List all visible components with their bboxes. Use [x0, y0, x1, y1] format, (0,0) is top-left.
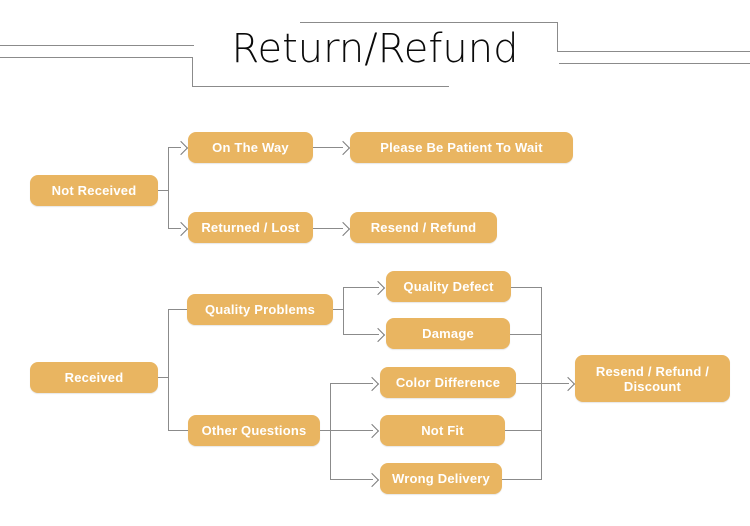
node-wrong-delivery[interactable]: Wrong Delivery — [380, 463, 502, 494]
edge-on-the-way-to-wait — [313, 147, 343, 148]
arrowhead-resend-refund-discount — [560, 376, 576, 392]
arrowhead-quality-defect — [370, 280, 386, 296]
header-rule-right-upper — [557, 51, 750, 52]
edge-received-to-quality-problems — [168, 309, 188, 310]
arrowhead-color-difference — [364, 376, 380, 392]
node-please-be-patient-to-wait[interactable]: Please Be Patient To Wait — [350, 132, 573, 163]
edge-quality-problems-to-quality-defect — [343, 287, 379, 288]
edge-received-stem — [158, 377, 169, 378]
edge-not-fit-to-rail — [505, 430, 542, 431]
header-rule-left-lower — [0, 57, 192, 58]
edge-color-difference-to-rail — [516, 383, 542, 384]
edge-quality-problems-bracket — [343, 287, 344, 334]
node-quality-problems[interactable]: Quality Problems — [187, 294, 333, 325]
edge-not-received-to-returned-lost — [168, 228, 181, 229]
edge-other-questions-to-not-fit — [330, 430, 373, 431]
arrowhead-on-the-way — [173, 140, 189, 156]
edge-not-received-to-on-the-way — [168, 147, 181, 148]
header-rule-right-lower — [559, 63, 750, 64]
header-rule-right-drop — [557, 22, 558, 51]
arrowhead-resend-refund — [335, 221, 351, 237]
edge-not-received-spine — [168, 147, 169, 228]
node-returned-lost[interactable]: Returned / Lost — [188, 212, 313, 243]
header-rule-bottom — [192, 86, 449, 87]
node-on-the-way[interactable]: On The Way — [188, 132, 313, 163]
header-rule-left-upper — [0, 45, 194, 46]
edge-damage-to-rail — [510, 334, 542, 335]
header-rule-top — [300, 22, 558, 23]
edge-received-spine — [168, 309, 169, 430]
node-received[interactable]: Received — [30, 362, 158, 393]
header-rule-left-drop — [192, 57, 193, 86]
edge-received-to-other-questions — [168, 430, 188, 431]
edge-other-questions-bracket — [330, 383, 331, 479]
node-damage[interactable]: Damage — [386, 318, 510, 349]
node-resend-refund-discount[interactable]: Resend / Refund / Discount — [575, 355, 730, 402]
node-resend-refund[interactable]: Resend / Refund — [350, 212, 497, 243]
edge-quality-defect-to-rail — [511, 287, 542, 288]
page-header: Return/Refund — [0, 0, 750, 100]
arrowhead-please-be-patient — [335, 140, 351, 156]
edge-quality-problems-stem — [333, 309, 344, 310]
edge-other-questions-stem — [320, 430, 331, 431]
edge-not-received-stem — [158, 190, 169, 191]
arrowhead-damage — [370, 327, 386, 343]
node-quality-defect[interactable]: Quality Defect — [386, 271, 511, 302]
edge-other-questions-to-color-difference — [330, 383, 373, 384]
edge-quality-problems-to-damage — [343, 334, 379, 335]
edge-returned-lost-to-resend — [313, 228, 343, 229]
arrowhead-not-fit — [364, 423, 380, 439]
node-color-difference[interactable]: Color Difference — [380, 367, 516, 398]
node-not-received[interactable]: Not Received — [30, 175, 158, 206]
arrowhead-returned-lost — [173, 221, 189, 237]
edge-other-questions-to-wrong-delivery — [330, 479, 373, 480]
edge-rail-to-resend-refund-discount — [541, 383, 569, 384]
node-other-questions[interactable]: Other Questions — [188, 415, 320, 446]
edge-wrong-delivery-to-rail — [502, 479, 542, 480]
page-title: Return/Refund — [231, 26, 519, 72]
arrowhead-wrong-delivery — [364, 472, 380, 488]
node-not-fit[interactable]: Not Fit — [380, 415, 505, 446]
